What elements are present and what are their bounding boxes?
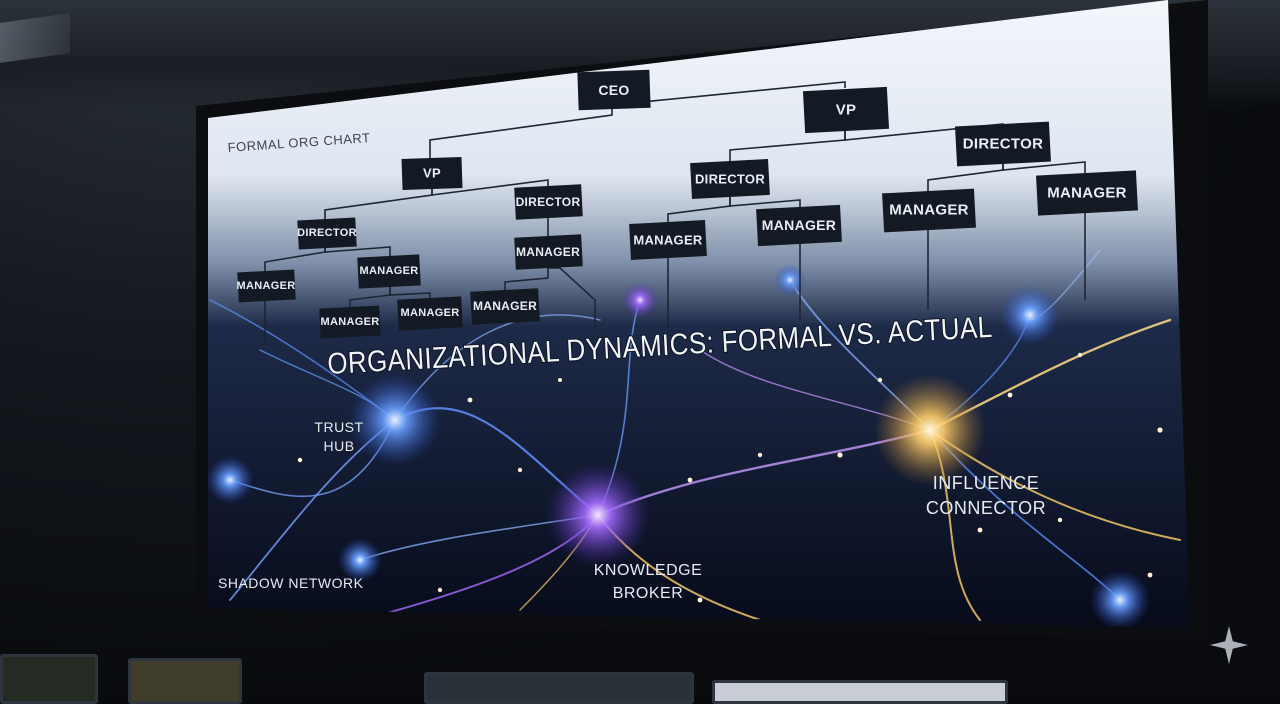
org-node-manager-2: MANAGER	[357, 254, 421, 289]
org-node-director-4: DIRECTOR	[955, 121, 1051, 167]
org-node-director-4-label: DIRECTOR	[963, 136, 1043, 153]
network-sparkles	[297, 352, 1163, 603]
org-chart-connectors	[264, 81, 1086, 345]
trust-hub-label: TRUST	[314, 419, 363, 435]
knowledge-broker-label-line2: BROKER	[613, 585, 684, 602]
org-node-director-1-label: DIRECTOR	[297, 227, 357, 239]
shadow-node	[1090, 570, 1150, 628]
org-node-manager-5: MANAGER	[514, 234, 583, 270]
org-node-director-1: DIRECTOR	[297, 217, 357, 250]
org-node-director-3: DIRECTOR	[690, 158, 770, 200]
shadow-node	[1000, 285, 1060, 345]
trust-hub-label-line2: HUB	[323, 438, 354, 454]
org-node-manager-2-label: MANAGER	[360, 265, 419, 277]
influence-connector-label-line2: CONNECTOR	[926, 498, 1046, 518]
org-node-manager-9-label: MANAGER	[889, 202, 969, 219]
org-node-manager-6: MANAGER	[470, 288, 540, 325]
desk-monitor-left	[0, 654, 98, 704]
shadow-network-label: SHADOW NETWORK	[218, 575, 364, 591]
org-node-vp-left-label: VP	[423, 166, 441, 181]
org-node-manager-10-label: MANAGER	[1047, 185, 1127, 202]
org-node-director-3-label: DIRECTOR	[695, 172, 765, 187]
neural-network-layer	[208, 249, 1181, 628]
org-node-ceo: CEO	[577, 69, 651, 111]
shadow-node	[208, 456, 254, 504]
org-node-vp-right-label: VP	[836, 102, 857, 119]
network-labels: TRUST HUB KNOWLEDGE BROKER INFLUENCE CON…	[218, 419, 1046, 602]
influence-connector-label: INFLUENCE	[933, 473, 1040, 493]
org-node-manager-7: MANAGER	[629, 220, 707, 260]
org-node-ceo-label: CEO	[598, 82, 629, 98]
trust-hub-node	[349, 374, 441, 466]
org-node-manager-1-label: MANAGER	[237, 280, 296, 292]
org-node-manager-7-label: MANAGER	[633, 233, 703, 248]
org-node-manager-4: MANAGER	[397, 296, 463, 331]
knowledge-broker-node	[546, 463, 650, 567]
org-node-vp-right: VP	[802, 86, 890, 134]
org-node-manager-10: MANAGER	[1036, 170, 1138, 216]
org-node-manager-4-label: MANAGER	[401, 307, 460, 319]
desk-monitor-right	[712, 680, 1008, 704]
org-node-manager-8: MANAGER	[756, 204, 842, 247]
desk-monitor-center	[424, 672, 694, 704]
org-node-manager-8-label: MANAGER	[762, 217, 836, 233]
org-node-manager-3-label: MANAGER	[321, 316, 380, 328]
org-chart: CEO VP VP DIRECTOR DIRECTOR DIRECTOR DIR…	[237, 69, 1138, 339]
org-node-vp-left: VP	[401, 156, 463, 191]
org-node-manager-5-label: MANAGER	[516, 245, 580, 259]
network-nodes	[208, 264, 1150, 628]
desk-monitor-left-2	[128, 658, 242, 704]
org-node-manager-3: MANAGER	[319, 305, 381, 339]
org-node-manager-1: MANAGER	[237, 269, 296, 303]
shadow-node	[338, 538, 382, 582]
shadow-node	[622, 282, 658, 318]
org-node-director-2: DIRECTOR	[514, 184, 583, 220]
org-node-manager-6-label: MANAGER	[473, 299, 537, 313]
org-node-director-2-label: DIRECTOR	[516, 195, 581, 209]
shadow-node	[774, 264, 806, 296]
org-node-manager-9: MANAGER	[882, 188, 976, 233]
influence-connector-node	[874, 374, 986, 486]
knowledge-broker-label: KNOWLEDGE	[594, 562, 703, 579]
